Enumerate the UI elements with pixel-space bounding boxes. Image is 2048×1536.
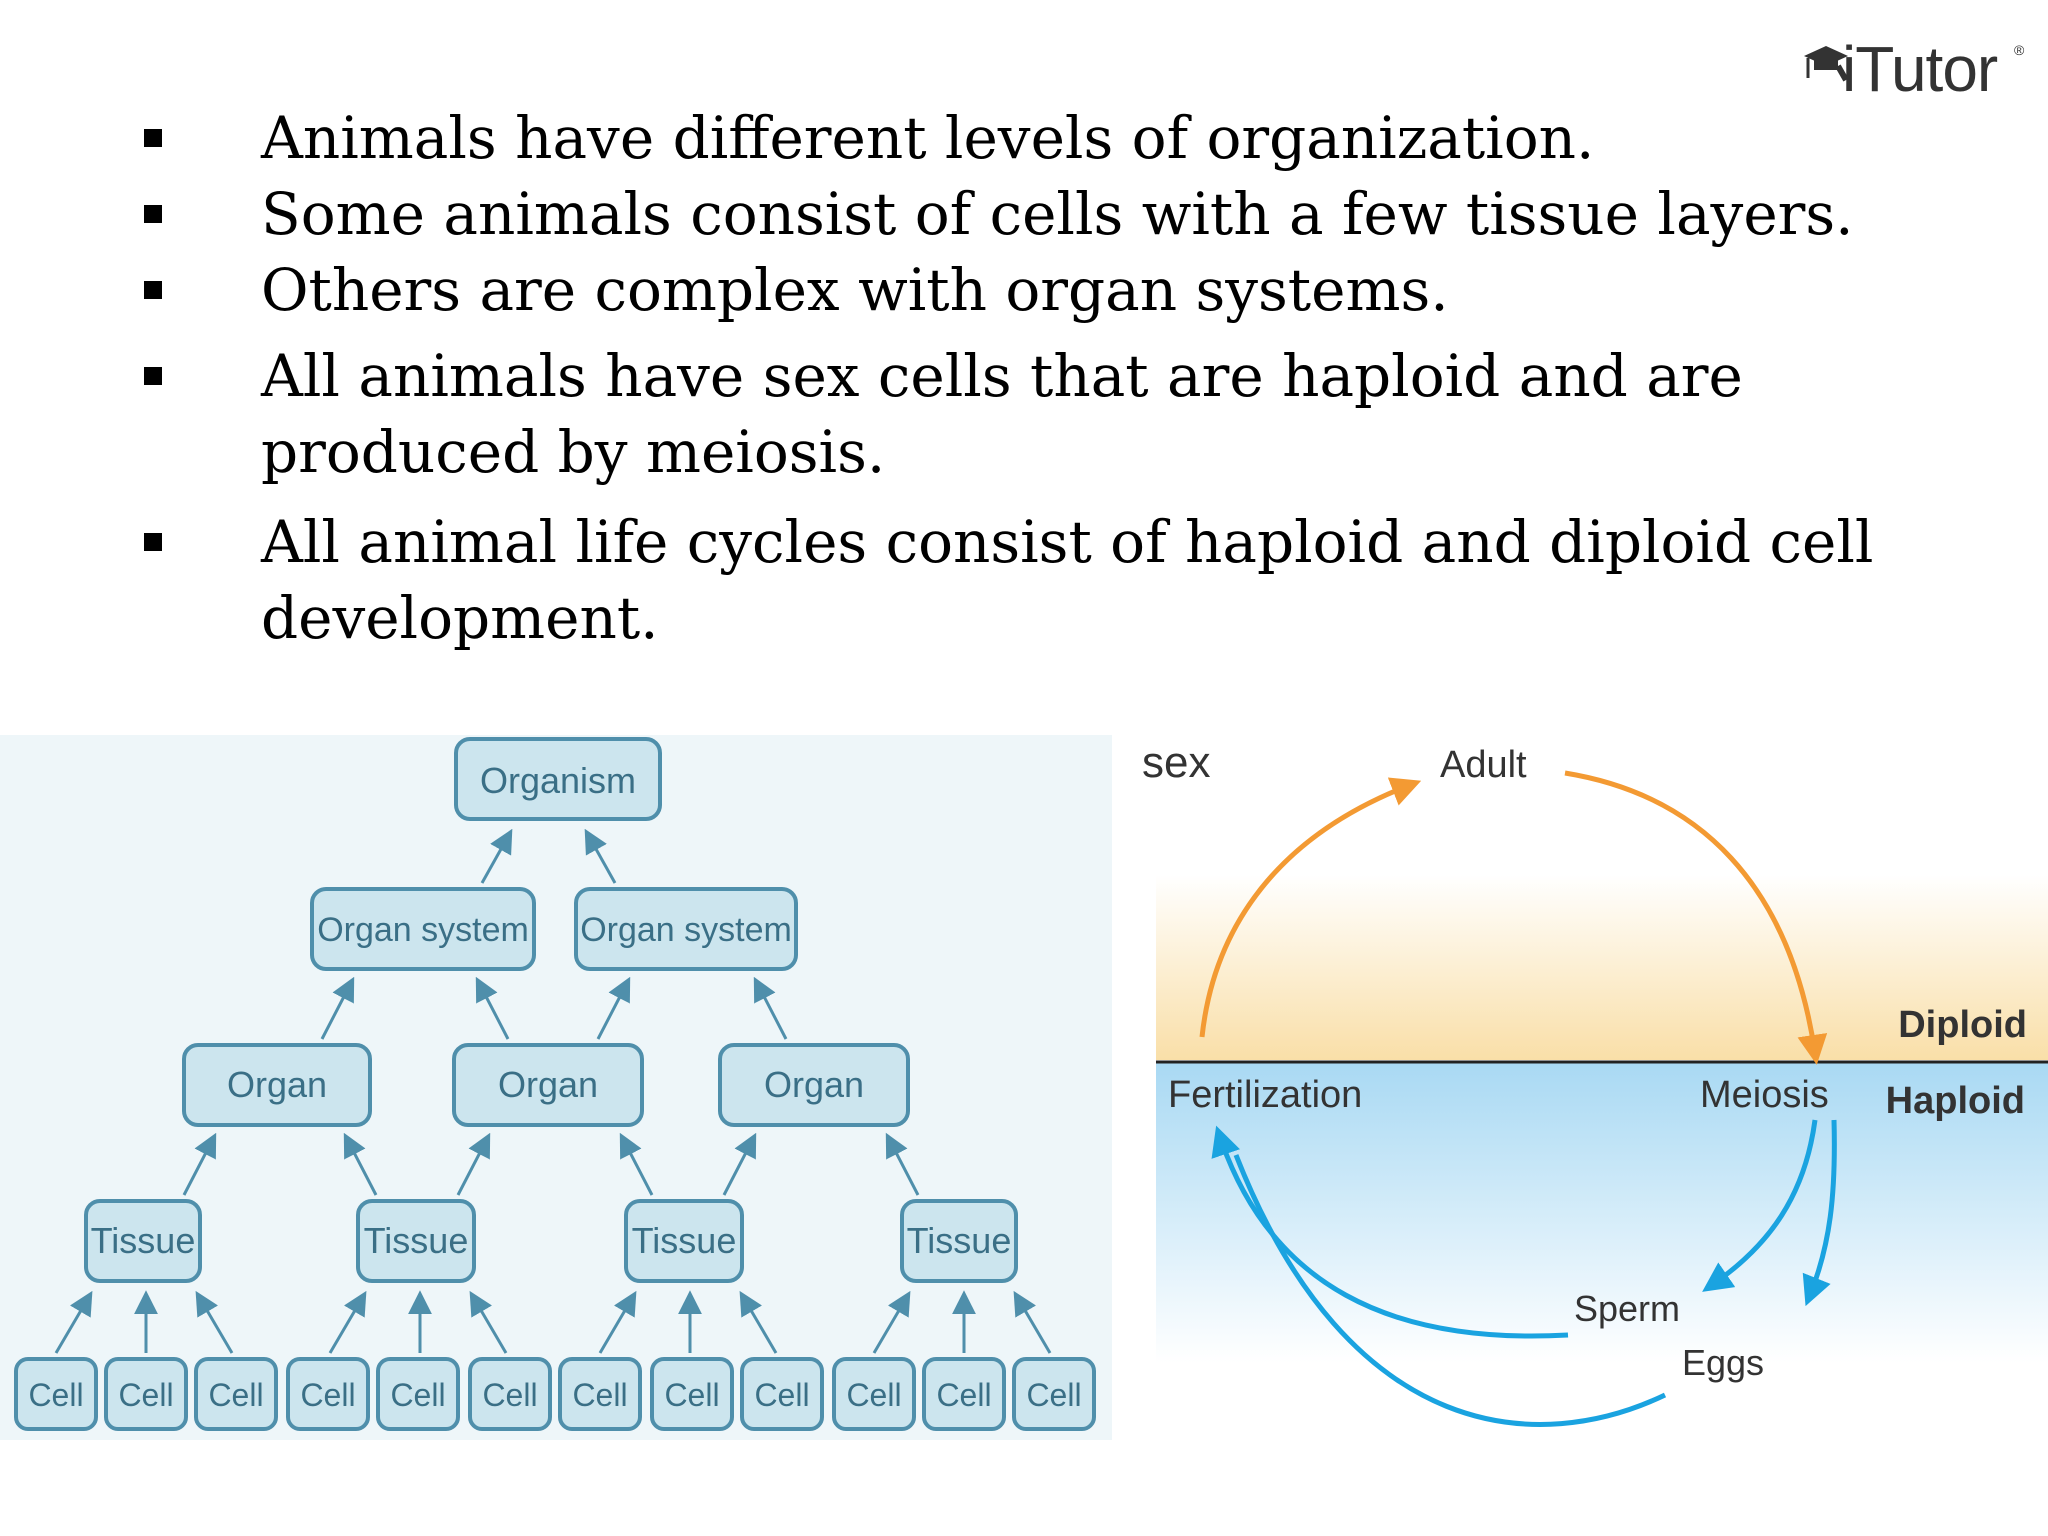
haploid-label: Haploid bbox=[1886, 1080, 2025, 1122]
organism-box bbox=[454, 737, 662, 821]
fertilization-label: Fertilization bbox=[1168, 1074, 1362, 1116]
cell-box bbox=[558, 1357, 642, 1431]
sex-label: sex bbox=[1142, 738, 1210, 787]
cell-label: Cell bbox=[664, 1377, 719, 1413]
organ-system-label: Organ system bbox=[317, 911, 529, 949]
cell-label: Cell bbox=[390, 1377, 445, 1413]
organ-system-label: Organ system bbox=[580, 911, 792, 949]
eggs-label: Eggs bbox=[1682, 1342, 1764, 1383]
cell-box bbox=[922, 1357, 1006, 1431]
cell-label: Cell bbox=[208, 1377, 263, 1413]
organ-system-box bbox=[310, 887, 536, 971]
tissue-box bbox=[900, 1199, 1018, 1283]
bullet-marker bbox=[144, 205, 162, 223]
organ-box bbox=[718, 1043, 910, 1127]
cell-label: Cell bbox=[1026, 1377, 1081, 1413]
tissue-box bbox=[356, 1199, 476, 1283]
eggs-to-fertilization-arrow bbox=[1233, 1154, 1667, 1427]
itutor-logo: iTutor ® bbox=[1800, 24, 2040, 114]
adult-to-meiosis-arrow bbox=[1564, 770, 1828, 1065]
bullet-marker bbox=[144, 281, 162, 299]
life-cycle-diagram: sex Adult Diploid Haploid Fertilization … bbox=[1142, 738, 2048, 1427]
cell-box bbox=[194, 1357, 278, 1431]
haploid-zone bbox=[1156, 1063, 2048, 1363]
sperm-to-fertilization-arrow bbox=[1211, 1125, 1569, 1339]
organ-label: Organ bbox=[498, 1064, 598, 1105]
bullet-marker bbox=[144, 129, 162, 147]
bullet-marker bbox=[144, 367, 162, 385]
organization-hierarchy-diagram: Organism Organ system Organ system Organ… bbox=[0, 735, 1112, 1440]
meiosis-label: Meiosis bbox=[1700, 1074, 1829, 1116]
cell-label: Cell bbox=[118, 1377, 173, 1413]
cell-label: Cell bbox=[936, 1377, 991, 1413]
meiosis-to-sperm-arrow bbox=[1702, 1119, 1818, 1292]
cell-box bbox=[376, 1357, 460, 1431]
cell-box bbox=[14, 1357, 98, 1431]
tissue-box bbox=[624, 1199, 744, 1283]
tissue-label: Tissue bbox=[907, 1220, 1012, 1261]
cell-box bbox=[286, 1357, 370, 1431]
cell-label: Cell bbox=[572, 1377, 627, 1413]
cell-label: Cell bbox=[300, 1377, 355, 1413]
organ-box bbox=[182, 1043, 372, 1127]
bullet-text: All animals have sex cells that are hapl… bbox=[261, 342, 1743, 486]
bullet-text: All animal life cycles consist of haploi… bbox=[261, 508, 1874, 652]
bullet-marker bbox=[144, 533, 162, 551]
cell-box bbox=[740, 1357, 824, 1431]
cell-label: Cell bbox=[482, 1377, 537, 1413]
hierarchy-arrows bbox=[54, 828, 1052, 1354]
diploid-zone bbox=[1156, 875, 2048, 1060]
organ-box bbox=[452, 1043, 644, 1127]
cell-box bbox=[468, 1357, 552, 1431]
graduation-cap-icon bbox=[1804, 46, 1849, 82]
cell-box bbox=[104, 1357, 188, 1431]
organ-label: Organ bbox=[764, 1064, 864, 1105]
cell-box bbox=[650, 1357, 734, 1431]
logo-text: iTutor bbox=[1842, 33, 1998, 105]
tissue-label: Tissue bbox=[91, 1220, 196, 1261]
organ-system-box bbox=[574, 887, 798, 971]
cell-box bbox=[832, 1357, 916, 1431]
cell-label: Cell bbox=[754, 1377, 809, 1413]
cell-label: Cell bbox=[846, 1377, 901, 1413]
diploid-label: Diploid bbox=[1898, 1004, 2027, 1046]
tissue-label: Tissue bbox=[364, 1220, 469, 1261]
organism-label: Organism bbox=[480, 760, 636, 801]
cell-label: Cell bbox=[28, 1377, 83, 1413]
bullet-text: Others are complex with organ systems. bbox=[261, 256, 1449, 324]
sperm-label: Sperm bbox=[1574, 1288, 1680, 1329]
meiosis-to-eggs-arrow bbox=[1802, 1119, 1837, 1307]
organ-label: Organ bbox=[227, 1064, 327, 1105]
fertilization-to-adult-arrow bbox=[1199, 777, 1422, 1038]
tissue-box bbox=[84, 1199, 202, 1283]
bullet-text: Some animals consist of cells with a few… bbox=[261, 180, 1854, 248]
tissue-label: Tissue bbox=[632, 1220, 737, 1261]
registered-mark: ® bbox=[2014, 42, 2025, 58]
cell-box bbox=[1012, 1357, 1096, 1431]
adult-label: Adult bbox=[1440, 744, 1527, 786]
bullet-text: Animals have different levels of organiz… bbox=[261, 104, 1595, 172]
